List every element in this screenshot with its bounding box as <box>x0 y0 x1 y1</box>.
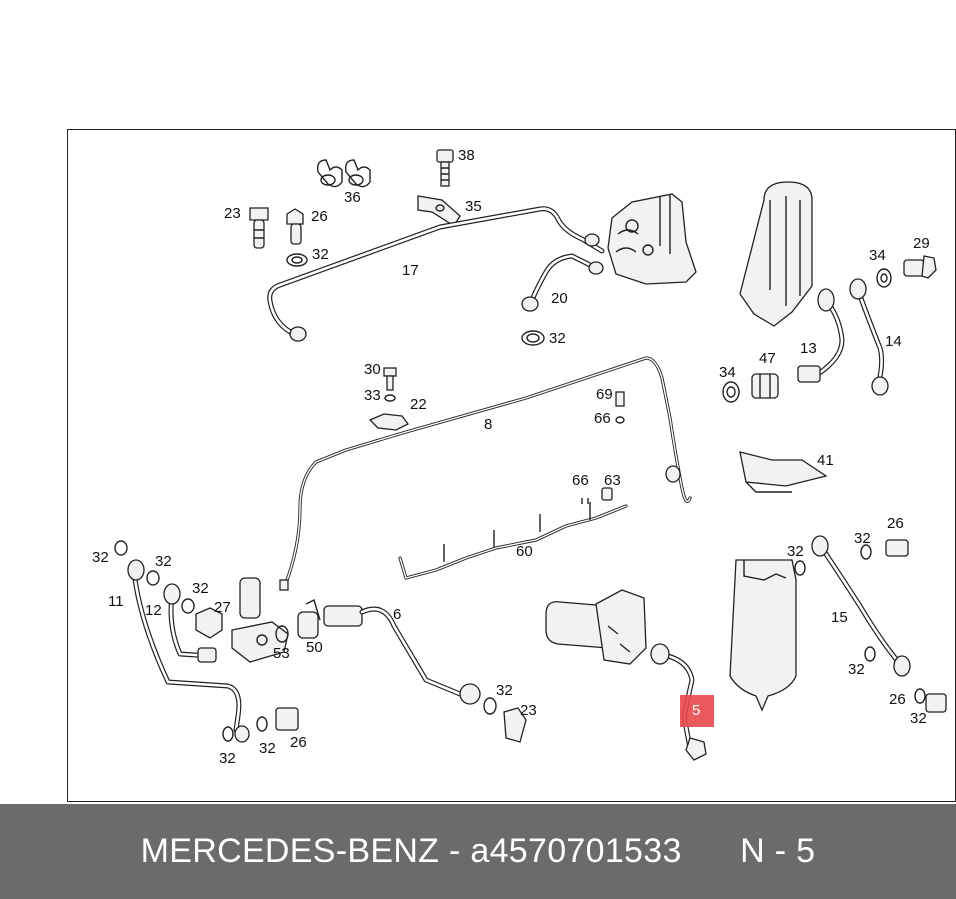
callout-26[interactable]: 26 <box>311 208 328 225</box>
callout-32[interactable]: 32 <box>259 740 276 757</box>
callout-22[interactable]: 22 <box>410 396 427 413</box>
callout-69[interactable]: 69 <box>596 386 613 403</box>
callout-29[interactable]: 29 <box>913 235 930 252</box>
part-50-connector <box>297 599 321 639</box>
callout-32[interactable]: 32 <box>549 330 566 347</box>
part-41-bracket <box>739 451 828 493</box>
footer-separator: - <box>439 832 471 870</box>
callout-27[interactable]: 27 <box>214 599 231 616</box>
callout-50[interactable]: 50 <box>306 639 323 656</box>
callout-32[interactable]: 32 <box>312 246 329 263</box>
callout-66[interactable]: 66 <box>572 472 589 489</box>
callout-47[interactable]: 47 <box>759 350 776 367</box>
callout-34[interactable]: 34 <box>869 247 886 264</box>
footer-position: N - 5 <box>740 832 816 870</box>
callout-32[interactable]: 32 <box>496 682 513 699</box>
washer-32 <box>286 253 308 267</box>
callout-32[interactable]: 32 <box>854 530 871 547</box>
part-29-plug <box>903 255 937 279</box>
callout-23[interactable]: 23 <box>520 702 537 719</box>
part-36-clamps <box>316 159 371 188</box>
callout-34[interactable]: 34 <box>719 364 736 381</box>
callout-20[interactable]: 20 <box>551 290 568 307</box>
callout-6[interactable]: 6 <box>393 606 402 623</box>
callout-17[interactable]: 17 <box>402 262 419 279</box>
callout-66[interactable]: 66 <box>594 410 611 427</box>
callout-11[interactable]: 11 <box>108 593 124 610</box>
hand-pump <box>231 577 289 663</box>
callout-32[interactable]: 32 <box>219 750 236 767</box>
callout-15[interactable]: 15 <box>831 609 848 626</box>
callout-23[interactable]: 23 <box>224 205 241 222</box>
callout-32[interactable]: 32 <box>848 661 865 678</box>
part-12-pipe <box>163 583 217 663</box>
callout-30[interactable]: 30 <box>364 361 381 378</box>
footer-gap <box>682 832 740 871</box>
callout-32[interactable]: 32 <box>787 543 804 560</box>
part-6-pipe <box>323 605 481 705</box>
callout-36[interactable]: 36 <box>344 189 361 206</box>
footer-caption: MERCEDES-BENZ - a4570701533 N - 5 <box>0 804 956 899</box>
part-17-pipe <box>267 206 605 342</box>
callout-53[interactable]: 53 <box>273 645 290 662</box>
part-8-harness <box>279 356 692 591</box>
fuel-filter-top <box>739 181 813 327</box>
callout-41[interactable]: 41 <box>817 452 834 469</box>
part-23-banjo-bolt <box>249 207 269 249</box>
pump-assembly-lower <box>545 589 647 665</box>
callout-63[interactable]: 63 <box>604 472 621 489</box>
parts-diagram <box>114 149 947 761</box>
part-13-pipe <box>797 288 845 383</box>
callout-26[interactable]: 26 <box>887 515 904 532</box>
part-26-bolt <box>286 208 304 245</box>
part-15-pipe <box>811 535 911 677</box>
callout-5-highlighted[interactable]: 5 <box>680 695 715 727</box>
part-22-connector <box>368 413 409 431</box>
part-14-pipe <box>849 278 889 396</box>
callout-26[interactable]: 26 <box>290 734 307 751</box>
callout-8[interactable]: 8 <box>484 416 493 433</box>
part-27-bolt <box>195 607 223 639</box>
callout-32[interactable]: 32 <box>92 549 109 566</box>
pump-assembly-top <box>607 193 697 285</box>
part-11-pipe <box>127 559 250 743</box>
callout-60[interactable]: 60 <box>516 543 533 560</box>
callout-13[interactable]: 13 <box>800 340 817 357</box>
callout-32[interactable]: 32 <box>192 580 209 597</box>
fuel-filter-lower <box>729 559 797 712</box>
part-38-bolt <box>436 149 454 187</box>
callout-32[interactable]: 32 <box>155 553 172 570</box>
part-35-bracket <box>417 195 461 227</box>
callout-35[interactable]: 35 <box>465 198 482 215</box>
callout-32[interactable]: 26 <box>889 691 906 708</box>
footer-brand: MERCEDES-BENZ <box>140 832 440 870</box>
part-60-harness <box>398 502 628 580</box>
callout-33[interactable]: 33 <box>364 387 381 404</box>
part-5-pipe <box>650 643 707 761</box>
part-47-fitting <box>751 373 779 399</box>
callout-12[interactable]: 12 <box>145 602 162 619</box>
footer-part-number: a4570701533 <box>470 832 682 870</box>
callout-26[interactable]: 32 <box>910 710 927 727</box>
callout-14[interactable]: 14 <box>885 333 902 350</box>
part-23-bolt <box>503 707 527 743</box>
callout-38[interactable]: 38 <box>458 147 475 164</box>
part-20-pipe <box>521 253 604 312</box>
